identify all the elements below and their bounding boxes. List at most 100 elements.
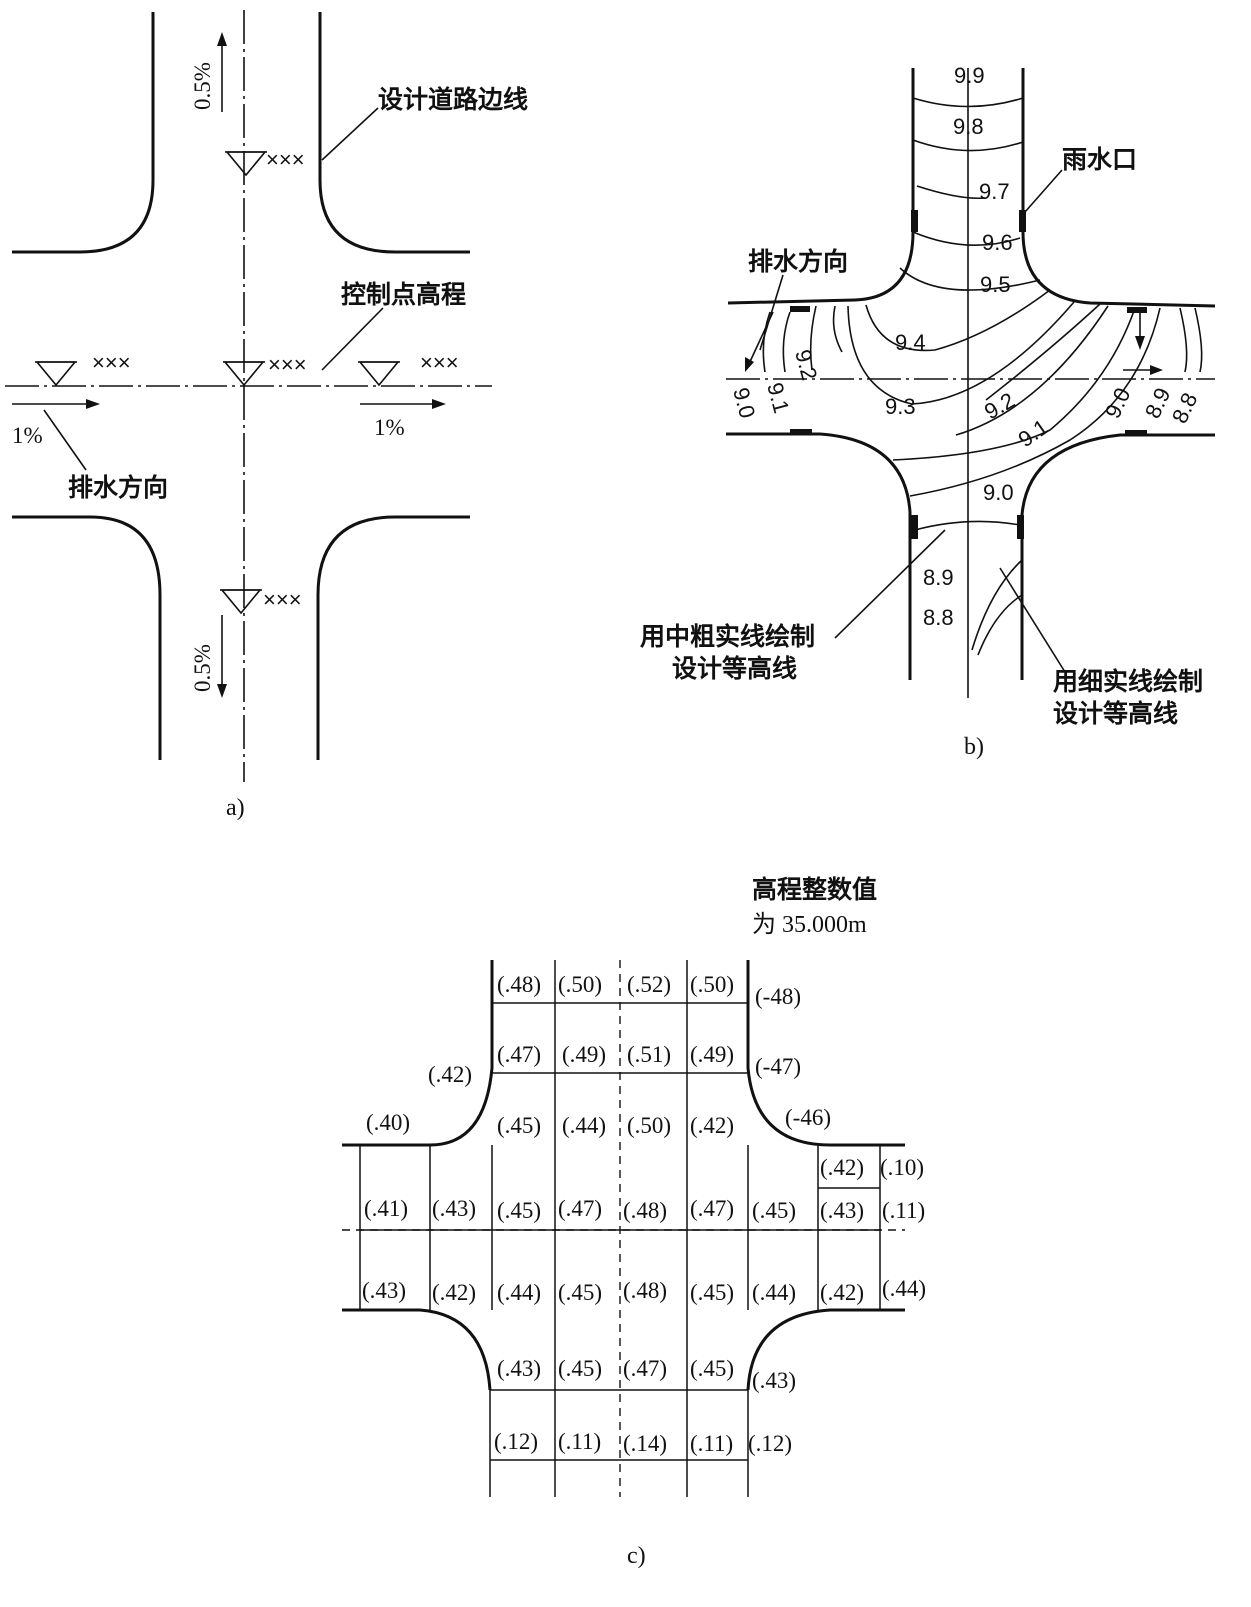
panel-a-control-point-plan: 0.5% 0.5% 1% 1% ××× ××× [5, 10, 528, 821]
svg-text:8.8: 8.8 [923, 605, 954, 630]
svg-text:(.43): (.43) [820, 1198, 864, 1223]
road-edge-c-top-left [342, 960, 494, 1147]
leader-drain-b [759, 274, 784, 351]
panel-b-contour-plan: 9.9 9.8 9.7 9.6 9.5 9.4 9.3 9.2 9.1 9.0 … [640, 63, 1216, 760]
label-inlet: 雨水口 [1062, 145, 1137, 174]
slope-arrow-bottom: 0.5% [190, 615, 227, 698]
label-medium-line-1: 用中粗实线绘制 [640, 622, 815, 651]
road-edge-c-bottom-right [746, 1308, 905, 1391]
svg-text:(.45): (.45) [497, 1198, 541, 1223]
svg-text:(.48): (.48) [623, 1278, 667, 1303]
svg-text:9.0: 9.0 [983, 480, 1014, 505]
svg-text:(.50): (.50) [690, 972, 734, 997]
svg-text:(.47): (.47) [558, 1196, 602, 1221]
label-road-edge: 设计道路边线 [378, 85, 528, 114]
label-drain-direction-b: 排水方向 [748, 247, 848, 276]
svg-text:(.10): (.10) [880, 1155, 924, 1180]
road-edge-b-top-right [1021, 68, 1216, 308]
svg-text:×××: ××× [420, 350, 459, 375]
label-control-point: 控制点高程 [341, 280, 466, 309]
slope-arrow-left: 1% [12, 399, 100, 448]
label-thin-line-1: 用细实线绘制 [1053, 667, 1203, 696]
svg-text:(.50): (.50) [627, 1113, 671, 1138]
road-edge-top-right [318, 12, 470, 254]
label-thin-line-2: 设计等高线 [1053, 699, 1178, 728]
inlet-markers [790, 210, 1147, 539]
slope-label-bottom: 0.5% [190, 644, 215, 692]
svg-text:(.44): (.44) [752, 1280, 796, 1305]
leader-road-edge [321, 107, 379, 161]
svg-text:8.9: 8.9 [923, 565, 954, 590]
road-edge-bottom-right [316, 515, 470, 760]
svg-text:(.45): (.45) [497, 1113, 541, 1138]
svg-text:(.43): (.43) [432, 1196, 476, 1221]
caption-c: c) [627, 1543, 646, 1569]
control-point-top: ××× [225, 147, 305, 177]
svg-text:(.44): (.44) [882, 1276, 926, 1301]
svg-text:(.11): (.11) [882, 1198, 925, 1223]
svg-text:9.6: 9.6 [982, 230, 1013, 255]
elev-row-mid1: (.41) (.43) (.45) (.47) (.48) (.47) (.45… [364, 1196, 925, 1223]
contour-labels-bottom: 8.9 8.8 [923, 565, 954, 630]
svg-text:(.42): (.42) [428, 1062, 472, 1087]
road-edge-b-top-left [727, 68, 915, 305]
svg-text:(.42): (.42) [690, 1113, 734, 1138]
svg-text:(.40): (.40) [366, 1110, 410, 1135]
svg-text:(.12): (.12) [748, 1431, 792, 1456]
svg-text:9.1: 9.1 [1014, 414, 1053, 452]
svg-text:(-47): (-47) [755, 1054, 801, 1079]
svg-text:9.9: 9.9 [954, 63, 985, 88]
svg-text:9.7: 9.7 [979, 179, 1010, 204]
note-line-2: 为 35.000m [752, 911, 867, 938]
svg-text:9.1: 9.1 [762, 380, 794, 416]
elev-row-top2: (.42) (.47) (.49) (.51) (.49) (-47) [428, 1042, 801, 1087]
svg-text:×××: ××× [266, 147, 305, 172]
svg-text:(.48): (.48) [497, 972, 541, 997]
svg-text:(.11): (.11) [558, 1429, 601, 1454]
elev-row-bot1: (.43) (.45) (.47) (.45) (.43) [497, 1356, 796, 1393]
svg-text:(.45): (.45) [558, 1356, 602, 1381]
svg-text:×××: ××× [263, 587, 302, 612]
svg-text:(.45): (.45) [690, 1356, 734, 1381]
svg-text:(.48): (.48) [623, 1198, 667, 1223]
svg-text:(.42): (.42) [820, 1280, 864, 1305]
svg-text:9.5: 9.5 [980, 272, 1011, 297]
note-line-1: 高程整数值 [752, 875, 877, 904]
svg-text:×××: ××× [268, 352, 307, 377]
svg-text:9.0: 9.0 [1100, 384, 1136, 422]
panel-c-grid-elevation-plan: 高程整数值 为 35.000m [342, 875, 926, 1569]
control-point-center: ××× [223, 352, 307, 387]
svg-text:(.41): (.41) [364, 1196, 408, 1221]
leader-control-point [321, 307, 384, 371]
contour-labels-top: 9.9 9.8 9.7 9.6 9.5 9.4 9.3 [885, 63, 1013, 419]
svg-text:9.3: 9.3 [885, 394, 916, 419]
slope-label-top: 0.5% [190, 62, 215, 110]
svg-text:9.2: 9.2 [790, 347, 822, 383]
svg-text:(-46): (-46) [785, 1105, 831, 1130]
svg-text:(.47): (.47) [623, 1356, 667, 1381]
svg-text:(.43): (.43) [497, 1356, 541, 1381]
road-edge-top-left [12, 12, 155, 254]
slope-label-right: 1% [374, 415, 405, 440]
road-edge-c-top-right [746, 960, 905, 1147]
svg-text:(.50): (.50) [558, 972, 602, 997]
control-point-right: ××× [358, 350, 459, 387]
elev-row-top3: (.40) (.45) (.44) (.50) (.42) (-46) [366, 1105, 831, 1138]
svg-text:(.45): (.45) [752, 1198, 796, 1223]
road-edge-b-bottom-left [726, 432, 912, 680]
road-edge-c-bottom-left [342, 1308, 492, 1391]
svg-text:(.42): (.42) [820, 1155, 864, 1180]
control-point-bottom: ××× [220, 587, 302, 615]
svg-text:(.43): (.43) [362, 1278, 406, 1303]
svg-text:(.44): (.44) [497, 1280, 541, 1305]
road-edge-bottom-left [12, 515, 162, 760]
slope-arrow-right: 1% [360, 399, 446, 440]
contour-labels-left: 9.2 9.1 9.0 [728, 347, 822, 421]
svg-text:(.47): (.47) [497, 1042, 541, 1067]
svg-text:×××: ××× [92, 350, 131, 375]
road-edge-b-bottom-right [1020, 433, 1215, 680]
label-drain-direction-a: 排水方向 [68, 473, 168, 502]
svg-text:9.8: 9.8 [953, 114, 984, 139]
svg-text:(-48): (-48) [755, 984, 801, 1009]
leader-thin-line [999, 567, 1066, 673]
